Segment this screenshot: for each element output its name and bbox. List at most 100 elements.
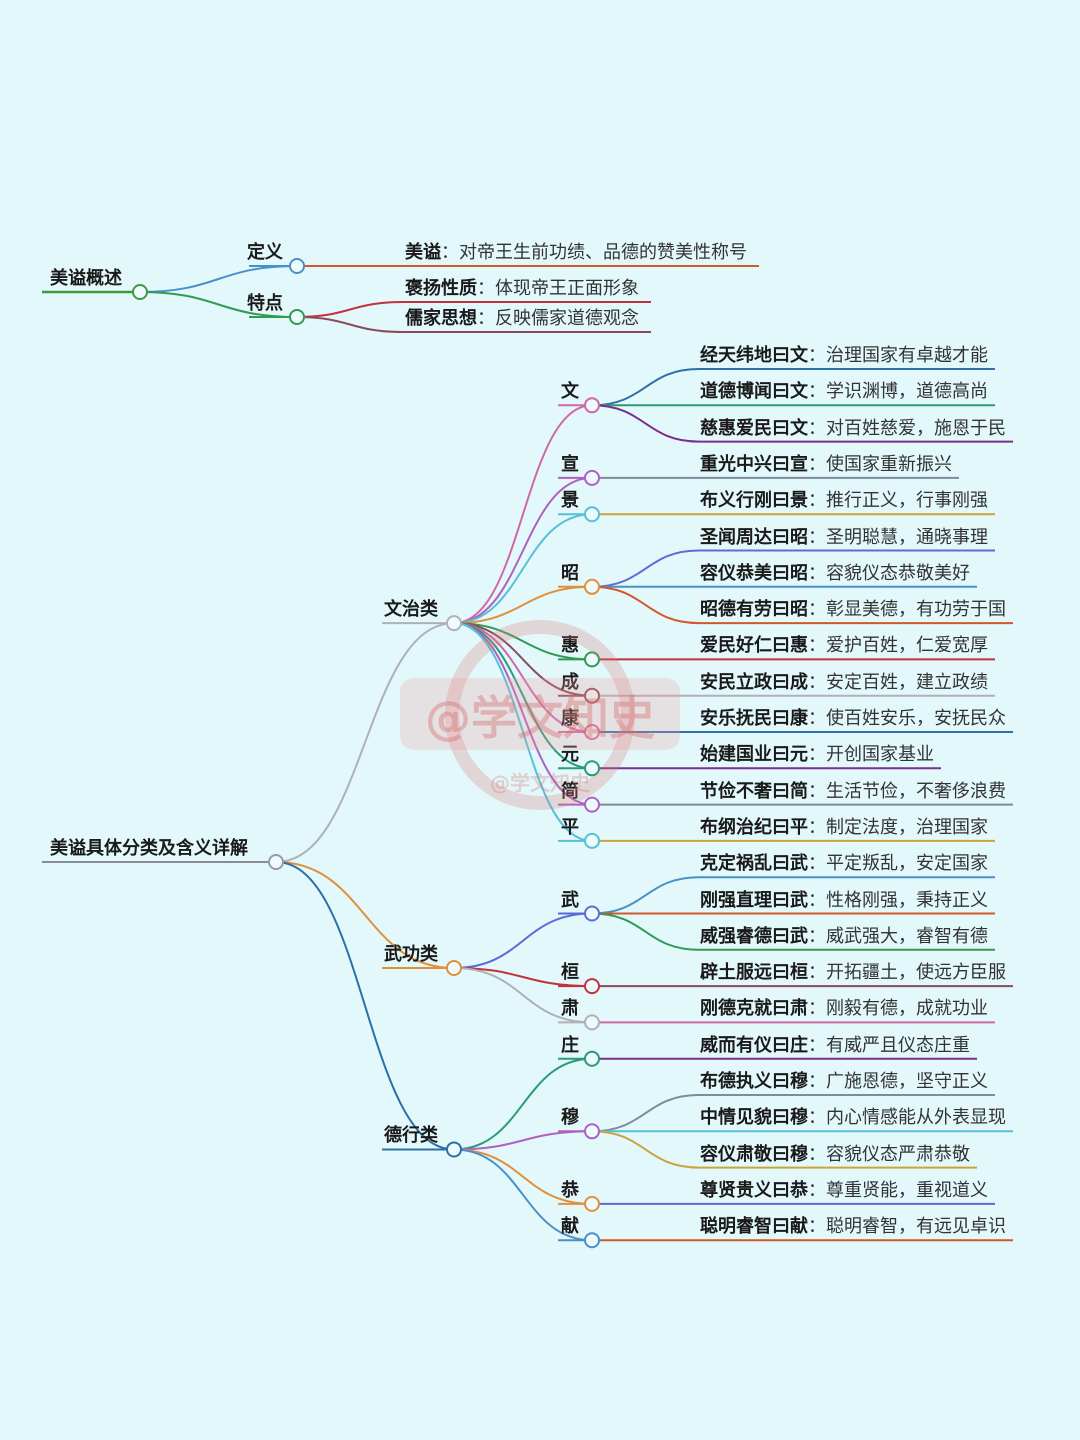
leaf-desc: 性格刚强，秉持正义 [826,889,988,911]
node-handle[interactable] [584,469,600,486]
node-handle[interactable] [289,258,305,274]
subcategory-connector [453,404,593,625]
leaf-connector [591,404,700,443]
node-handle[interactable] [268,854,284,870]
leaf-desc: 容貌仪态严肃恭敬 [826,1143,970,1165]
leaf-desc: 学识渊博，道德高尚 [826,381,988,403]
root-node-detail: 美谥具体分类及含义详解 [50,838,248,859]
node-handle[interactable] [584,760,600,777]
leaf-separator: ： [808,599,826,621]
node-handle[interactable] [584,1232,600,1249]
leaf-key: 儒家思想 [405,308,477,329]
leaf-node: 威而有仪曰庄：有威严且仪态庄重 [700,1035,970,1057]
leaf-desc: 使国家重新振兴 [826,453,952,475]
leaf-key: 经天纬地曰文 [700,345,808,366]
subcategory-connector [453,912,593,969]
subcategory-connector [453,622,593,806]
node-handle[interactable] [584,687,600,704]
leaf-separator: ： [808,635,826,657]
subcategory-node: 肃 [561,998,579,1020]
node-handle[interactable] [289,309,305,325]
node-handle[interactable] [584,1014,600,1031]
leaf-separator: ： [808,453,826,475]
leaf-desc: 生活节俭，不奢侈浪费 [826,780,1006,802]
leaf-desc: 对帝王生前功绩、品德的赞美性称号 [459,242,747,263]
leaf-key: 爱民好仁曰惠 [700,635,808,657]
category-node: 武功类 [384,943,438,965]
node-handle[interactable] [584,1195,600,1212]
node-handle[interactable] [132,284,148,300]
leaf-node: 圣闻周达曰昭：圣明聪慧，通晓事理 [700,527,988,549]
leaf-node: 昭德有劳曰昭：彰显美德，有功劳于国 [700,599,1006,621]
leaf-desc: 平定叛乱，安定国家 [826,853,988,875]
leaf-node: 始建国业曰元：开创国家基业 [700,744,934,766]
leaf-node: 布义行刚曰景：推行正义，行事刚强 [700,490,988,512]
leaf-connector [591,368,700,407]
leaf-desc: 聪明睿智，有远见卓识 [826,1216,1006,1238]
leaf-separator: ： [808,381,826,403]
node-handle[interactable] [584,397,600,414]
subcategory-node: 文 [561,381,579,403]
node-handle[interactable] [584,578,600,595]
subcategory-connector [453,622,593,697]
leaf-node: 刚德克就曰肃：刚毅有德，成就功业 [700,998,988,1020]
leaf-separator: ： [808,816,826,838]
node-handle[interactable] [584,832,600,849]
leaf-key: 安民立政曰成 [700,671,808,693]
leaf-node: 经天纬地曰文：治理国家有卓越才能 [700,345,988,367]
node-handle[interactable] [446,959,462,976]
subcategory-connector [453,622,593,661]
subcategory-node: 成 [561,671,579,693]
node-handle[interactable] [584,1123,600,1140]
node-handle[interactable] [584,978,600,995]
subcategory-connector [453,1057,593,1151]
leaf-desc: 开创国家基业 [826,744,934,766]
branch-connector [139,265,298,293]
leaf-node: 容仪肃敬曰穆：容貌仪态严肃恭敬 [700,1144,970,1166]
leaf-node: 聪明睿智曰献：聪明睿智，有远见卓识 [700,1216,1006,1238]
leaf-desc: 有威严且仪态庄重 [826,1034,970,1056]
leaf-desc: 爱护百姓，仁爱宽厚 [826,635,988,657]
leaf-key: 圣闻周达曰昭 [700,526,808,548]
subcategory-node: 庄 [561,1034,579,1056]
leaf-connector [591,876,700,915]
node-handle[interactable] [584,1050,600,1067]
subcategory-node: 平 [561,816,579,838]
node-handle[interactable] [584,651,600,668]
leaf-key: 布德执义曰穆 [700,1071,808,1092]
leaf-desc: 刚毅有德，成就功业 [826,998,988,1020]
node-handle[interactable] [584,796,600,813]
subcategory-node: 元 [561,744,579,766]
leaf-desc: 开拓疆土，使远方臣服 [826,962,1006,984]
leaf-connector [591,549,700,588]
leaf-key: 慈惠爱民曰文 [700,417,808,439]
leaf-node: 布德执义曰穆：广施恩德，坚守正义 [700,1071,988,1093]
leaf-desc: 广施恩德，坚守正义 [826,1071,988,1092]
leaf-connector [591,585,700,625]
category-node: 德行类 [384,1125,438,1147]
subcategory-connector [453,585,593,625]
subcategory-connector [453,966,593,1024]
leaf-separator: ： [808,417,826,439]
node-handle[interactable] [584,724,600,740]
node-handle[interactable] [584,506,600,523]
leaf-node: 克定祸乱曰武：平定叛乱，安定国家 [700,853,988,875]
leaf-separator: ： [808,1071,826,1092]
subcategory-node: 惠 [561,635,579,657]
node-handle[interactable] [446,615,462,632]
category-connector [275,622,455,863]
subcategory-connector [453,476,593,625]
leaf-desc: 圣明聪慧，通晓事理 [826,526,988,548]
node-handle[interactable] [446,1141,462,1158]
subcategory-node: 康 [561,708,579,729]
leaf-key: 克定祸乱曰武 [700,853,808,875]
leaf-node: 慈惠爱民曰文：对百姓慈爱，施恩于民 [700,418,1006,440]
leaf-node: 辟土服远曰桓：开拓疆土，使远方臣服 [700,962,1006,984]
leaf-desc: 使百姓安乐，安抚民众 [826,708,1006,729]
leaf-node: 威强睿德曰武：威武强大，睿智有德 [700,926,988,948]
node-handle[interactable] [584,905,600,922]
leaf-key: 威而有仪曰庄 [700,1034,808,1056]
leaf-key: 刚强直理曰武 [700,889,808,911]
leaf-key: 聪明睿智曰献 [700,1216,808,1238]
leaf-connector [296,316,404,333]
